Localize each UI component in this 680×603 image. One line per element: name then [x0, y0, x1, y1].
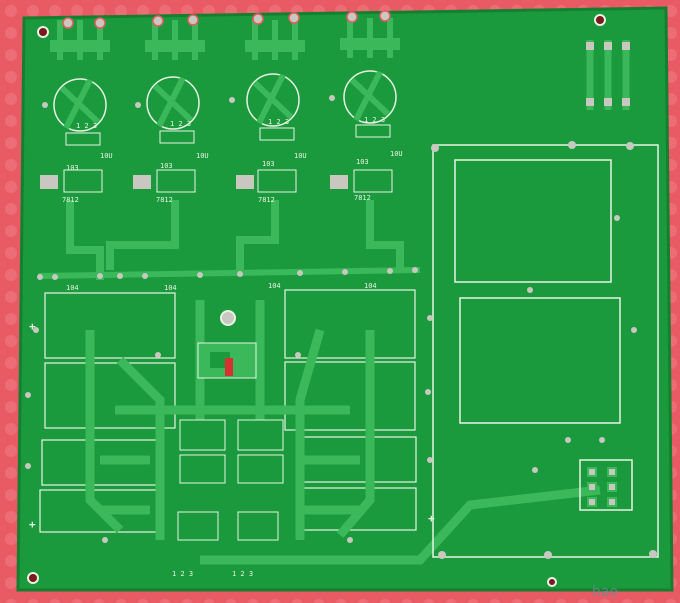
- center-mount-hole: [220, 310, 236, 326]
- plus-mark-3: +: [428, 512, 435, 525]
- cap-label-3: 10U: [294, 152, 307, 160]
- mounting-holes: [27, 14, 606, 587]
- misc-pads: [25, 95, 433, 543]
- center-red-pad: [225, 358, 233, 376]
- silkscreen-labels: 1 2 3 1 2 3 1 2 3 1 2 3 10U 10U 10U 10U …: [62, 116, 403, 578]
- regulator-section-1: [40, 20, 110, 280]
- resistor-label-3: 104: [268, 282, 281, 290]
- regulator-label-1: 7812: [62, 196, 79, 204]
- regulator-label-2: 7812: [156, 196, 173, 204]
- resistor-label-4: 104: [364, 282, 377, 290]
- cap-label-2: 10U: [196, 152, 209, 160]
- resistor-label-1: 104: [66, 284, 79, 292]
- cap-label-4: 10U: [390, 150, 403, 158]
- cap-code-label-1: 103: [66, 164, 79, 172]
- watermark-text: hao: [592, 584, 618, 600]
- connector-block: [587, 467, 617, 507]
- pinout-label-1: 1 2 3: [76, 122, 97, 130]
- pinout-label-4: 1 2 3: [364, 116, 385, 124]
- small-ic-outlines: [177, 419, 284, 541]
- regulator-label-4: 7812: [354, 194, 371, 202]
- cap-code-label-4: 103: [356, 158, 369, 166]
- right-panel-outlines: [432, 144, 659, 558]
- cap-code-label-2: 103: [160, 162, 173, 170]
- polarity-marks: + + +: [29, 320, 435, 531]
- top-right-header: [586, 40, 630, 110]
- pinout-label-3: 1 2 3: [268, 118, 289, 126]
- pinout-label-bottom-2: 1 2 3: [232, 570, 253, 578]
- resistor-label-2: 104: [164, 284, 177, 292]
- regulator-section-3: [236, 20, 305, 270]
- pinout-label-bottom-1: 1 2 3: [172, 570, 193, 578]
- regulator-section-4: [330, 18, 404, 270]
- pad-bus: [37, 267, 418, 280]
- regulator-label-3: 7812: [258, 196, 275, 204]
- plus-mark-1: +: [29, 320, 36, 333]
- right-panel-pads: [431, 141, 657, 559]
- regulator-section-2: [106, 20, 205, 270]
- plus-mark-2: +: [29, 518, 36, 531]
- pcb-board: [16, 6, 674, 592]
- cap-code-label-3: 103: [262, 160, 275, 168]
- top-input-pads: [62, 10, 391, 29]
- pinout-label-2: 1 2 3: [170, 120, 191, 128]
- cap-label-1: 10U: [100, 152, 113, 160]
